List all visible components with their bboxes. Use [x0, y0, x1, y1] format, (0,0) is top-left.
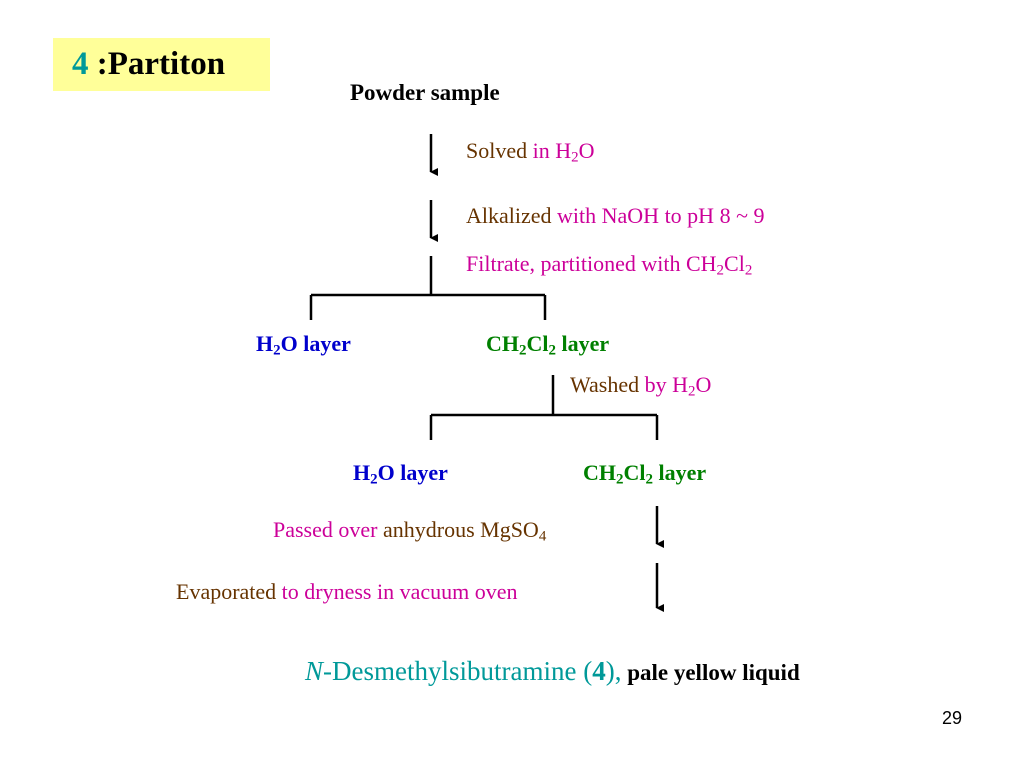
step-filtrate: Filtrate, partitioned with CH2Cl2	[466, 251, 753, 279]
layer-h2o-1: H2O layer	[256, 331, 351, 359]
layer-ch2cl2-1: CH2Cl2 layer	[486, 331, 610, 359]
step-passed: Passed over anhydrous MgSO4	[273, 517, 547, 545]
page-number: 29	[941, 708, 962, 728]
step-evaporated: Evaporated to dryness in vacuum oven	[176, 579, 518, 604]
step-alkalized: Alkalized with NaOH to pH 8 ~ 9	[466, 203, 765, 228]
slide-title: 4 :Partiton	[53, 38, 270, 91]
step-washed: Washed by H2O	[570, 372, 712, 400]
start-label: Powder sample	[350, 80, 500, 105]
layer-ch2cl2-2: CH2Cl2 layer	[583, 460, 707, 488]
title-text: :Partiton	[96, 46, 226, 82]
step-solved: Solved in H2O	[466, 138, 595, 166]
product-label: N-Desmethylsibutramine (4), pale yellow …	[305, 656, 800, 686]
title-number: 4	[72, 46, 89, 82]
layer-h2o-2: H2O layer	[353, 460, 448, 488]
